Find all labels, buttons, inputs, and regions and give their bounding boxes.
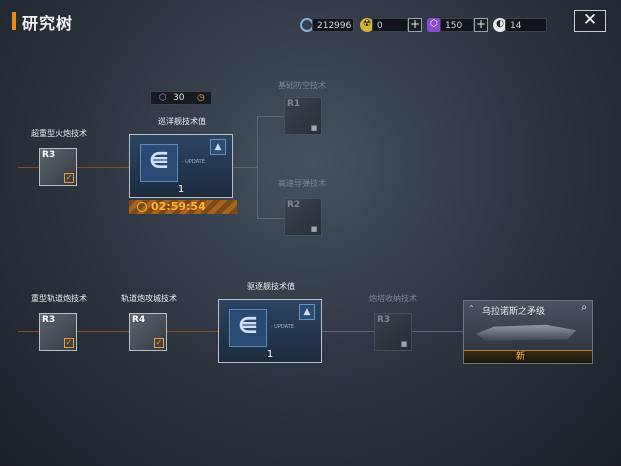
resource-nuclear: 0 [372,18,408,32]
connector-line [257,218,285,219]
emblem-caption: · UPDATE [271,324,294,330]
node-label: 重型轨道炮技术 [31,294,87,303]
ship-image [476,324,576,341]
tech-node-turret-storage[interactable]: R3 ■ [374,313,412,351]
emblem-icon: ⋹ [229,309,267,347]
add-gems-button[interactable]: + [474,17,488,32]
timer-value: 02:59:54 [151,200,206,213]
tech-node-heavy-railgun[interactable]: R3 ✓ [39,313,77,351]
tech-node-fast-missile[interactable]: R2 ■ [284,198,322,236]
node-label: 炮塔收纳技术 [369,294,417,303]
panel-label: 驱逐舰技术值 [247,282,295,291]
rank-badge: R1 [287,99,301,109]
half-moon-icon: ◐ [493,18,507,32]
connector-line [257,116,285,117]
purple-gem-icon: ⬡ [159,93,167,103]
clock-icon [137,202,147,212]
ship-class-icon: ▲ [299,304,315,320]
rank-badge: R4 [132,315,146,325]
connector-line [257,116,258,218]
search-icon[interactable]: ⌕ [581,302,587,313]
panel-label: 巡洋舰技术值 [158,117,206,126]
rank-badge: R2 [287,200,301,210]
title-accent [12,12,16,30]
ship-name: 乌拉诺斯之矛级 [482,307,546,317]
tech-node-super-heavy-cannon[interactable]: R3 ✓ [39,148,77,186]
node-label: 超重型火炮技术 [31,129,87,138]
lock-icon: ■ [310,124,318,132]
nuclear-icon: ☢ [360,18,374,32]
resource-gems: 150 [440,18,474,32]
chevron-up-icon: ⌃ [468,304,475,313]
resource-credits: 212996 [312,18,354,32]
node-label: 轨道炮攻城技术 [121,294,177,303]
tech-node-railgun-siege[interactable]: R4 ✓ [129,313,167,351]
speedup-icon: ◷ [197,93,205,103]
check-icon: ✓ [154,338,164,348]
connector-line [412,331,464,332]
lock-icon: ■ [310,225,318,233]
research-timer: 02:59:54 [129,200,237,214]
node-label: 高速导弹技术 [278,179,326,188]
cost-badge: ⬡ 30 ◷ [150,91,212,105]
tech-node-basic-aa[interactable]: R1 ■ [284,97,322,135]
rank-badge: R3 [377,315,391,325]
rank-badge: R3 [42,150,56,160]
destroyer-tech-panel[interactable]: ⋹ · UPDATE ▲ 1 [218,299,322,363]
cruiser-tech-panel[interactable]: ⋹ · UPDATE ▲ 1 [129,134,233,198]
connector-line [233,167,257,168]
connector-line [322,331,374,332]
lock-icon: ■ [400,340,408,348]
panel-count: 1 [266,349,274,360]
cost-value: 30 [173,93,185,103]
node-label: 基础防空技术 [278,81,326,90]
connector-line [18,331,218,332]
rank-badge: R3 [42,315,56,325]
emblem-caption: · UPDATE [182,159,205,165]
ship-reward-card[interactable]: ⌃ 乌拉诺斯之矛级 ⌕ 新 [463,300,593,364]
new-badge: 新 [516,352,526,362]
emblem-icon: ⋹ [140,144,178,182]
ship-class-icon: ▲ [210,139,226,155]
close-button[interactable]: ✕ [574,10,606,32]
check-icon: ✓ [64,338,74,348]
page-title: 研究树 [22,14,74,33]
purple-gem-icon: ⬡ [427,18,441,32]
check-icon: ✓ [64,173,74,183]
add-nuclear-button[interactable]: + [408,17,422,32]
panel-count: 1 [177,184,185,195]
resource-tokens: 14 [505,18,547,32]
new-badge-bar: 新 [464,350,592,363]
